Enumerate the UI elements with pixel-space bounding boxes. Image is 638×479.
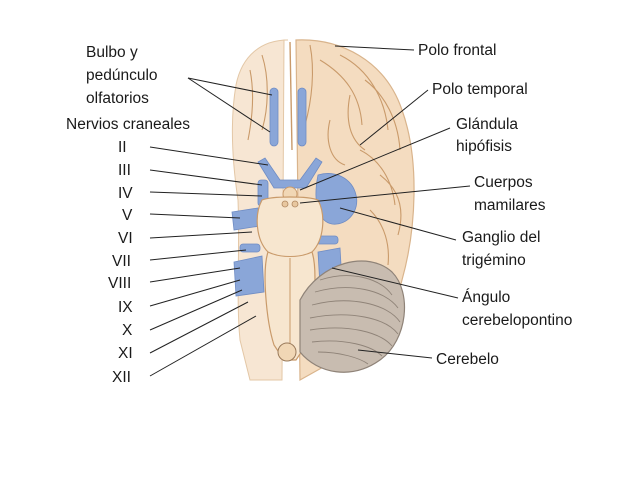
label-nerve-vii: VII — [112, 253, 131, 270]
cerebellum-folia — [309, 275, 401, 365]
label-nerve-ii: II — [118, 139, 127, 156]
label-nervios-craneales: Nervios craneales — [66, 116, 190, 133]
label-glandula-1: Glándula — [456, 116, 518, 133]
label-ganglio-1: Ganglio del — [462, 229, 540, 246]
right-leader-lines — [299, 45, 471, 359]
label-nerve-iv: IV — [118, 185, 133, 202]
label-nerve-xi: XI — [118, 345, 133, 362]
label-bulbo-3: olfatorios — [86, 90, 149, 107]
label-cuerpos-2: mamilares — [474, 197, 546, 214]
label-angulo-2: cerebelopontino — [462, 312, 572, 329]
label-polo-temporal: Polo temporal — [432, 81, 528, 98]
label-glandula-2: hipófisis — [456, 138, 512, 155]
label-nerve-viii: VIII — [108, 275, 131, 292]
label-nerve-iii: III — [118, 162, 131, 179]
olfactory-bulbs — [269, 87, 307, 147]
label-bulbo-2: pedúnculo — [86, 67, 158, 84]
label-cerebelo: Cerebelo — [436, 351, 499, 368]
left-leader-lines — [149, 77, 273, 377]
label-ganglio-2: trigémino — [462, 252, 526, 269]
spinal-cord-section — [277, 342, 297, 362]
right-labels: Polo frontal Polo temporal Glándula hipó… — [418, 42, 572, 368]
label-nerve-vi: VI — [118, 230, 133, 247]
cerebellum — [299, 260, 405, 373]
left-labels: Bulbo y pedúnculo olfatorios Nervios cra… — [66, 44, 190, 386]
optic-chiasm — [257, 157, 323, 189]
longitudinal-fissure — [289, 41, 293, 151]
label-polo-frontal: Polo frontal — [418, 42, 496, 59]
label-cuerpos-1: Cuerpos — [474, 174, 533, 191]
label-nerve-ix: IX — [118, 299, 133, 316]
label-nerve-v: V — [122, 207, 133, 224]
label-bulbo-1: Bulbo y — [86, 44, 138, 61]
label-nerve-xii: XII — [112, 369, 131, 386]
mammillary-bodies — [281, 200, 299, 208]
label-angulo-1: Ángulo — [462, 289, 510, 306]
label-nerve-x: X — [122, 322, 133, 339]
